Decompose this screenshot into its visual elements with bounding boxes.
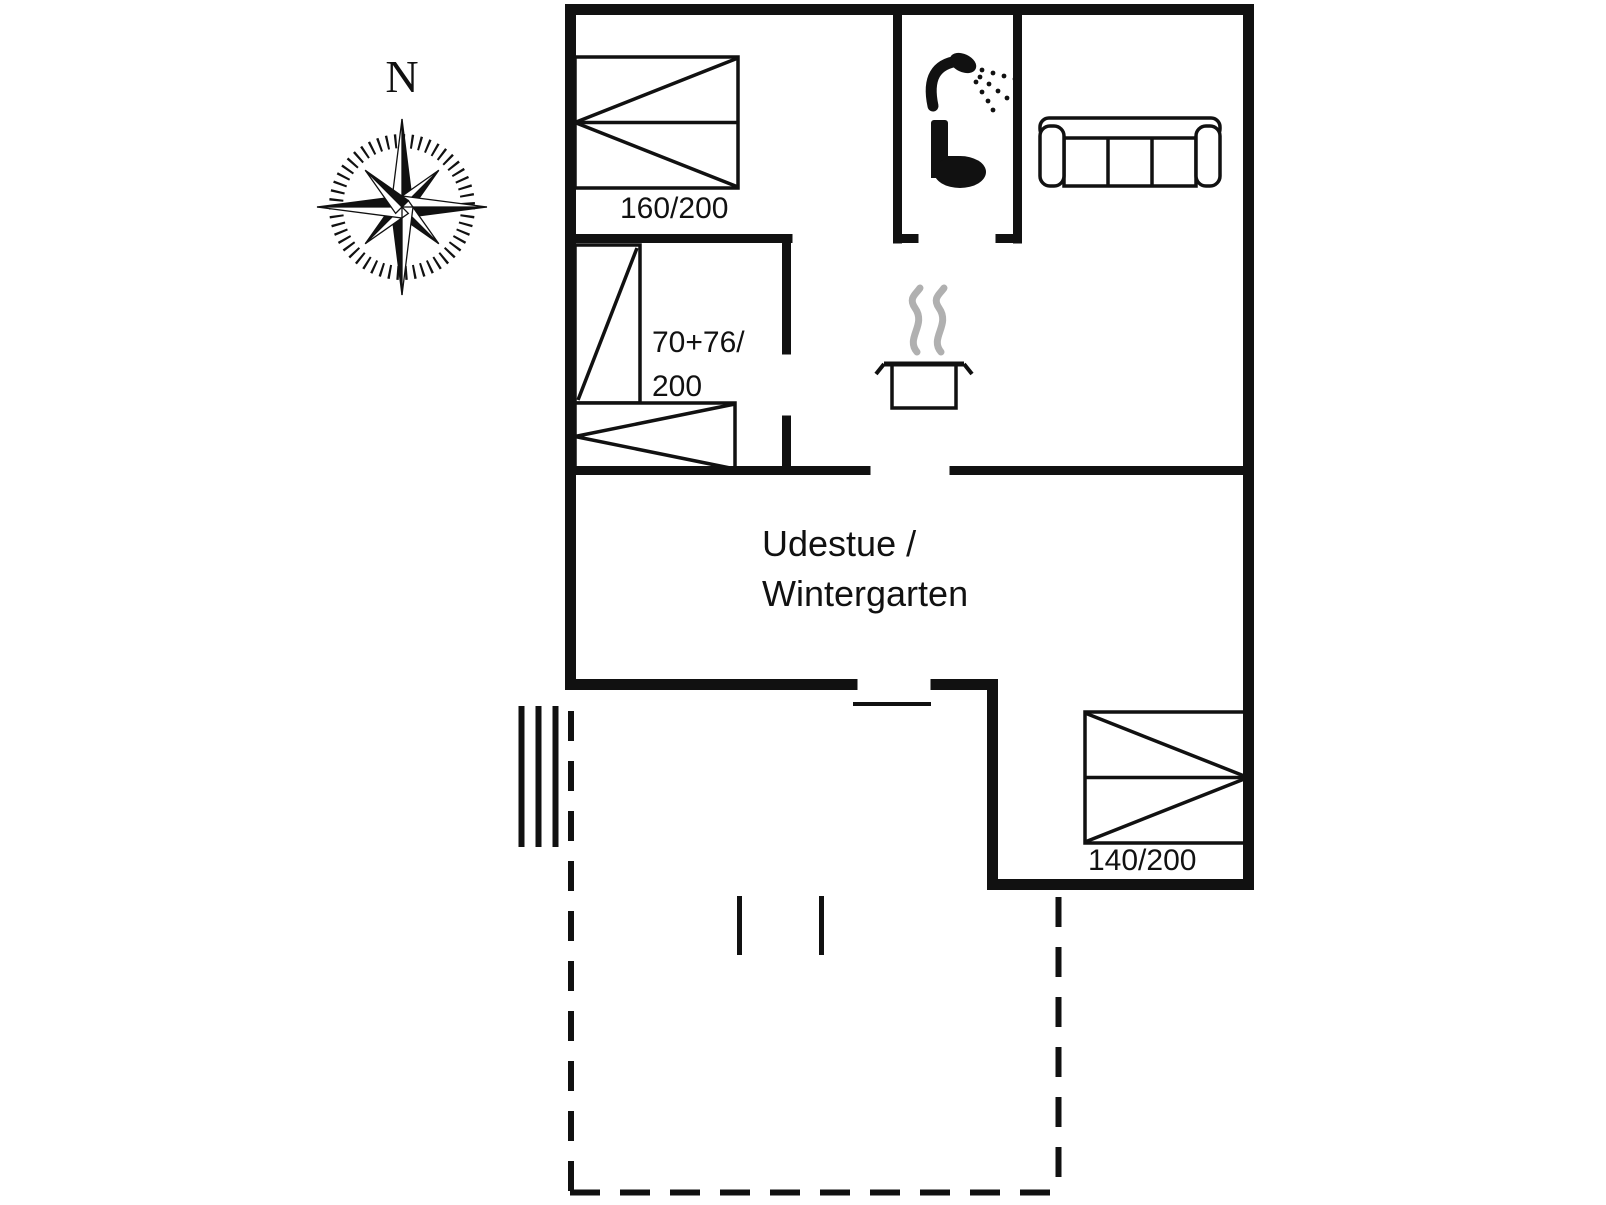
compass-point (364, 169, 403, 215)
bed-size-label-70-76-line1: 70+76/ (652, 326, 745, 359)
pot-handle (874, 362, 886, 376)
bed-line (1084, 775, 1249, 844)
terrace-outline (518, 706, 1062, 1197)
bed-outline (573, 401, 737, 472)
compass-point (401, 206, 414, 296)
bed-line (1084, 711, 1249, 780)
sofa-backrest (1038, 116, 1222, 140)
pot-handle (962, 362, 974, 376)
exterior-walls (565, 4, 1254, 890)
compass-star (316, 118, 488, 296)
single-beds-icon (573, 243, 737, 472)
bed-size-label-140-200: 140/200 (1088, 844, 1196, 877)
sofa-seat (1062, 132, 1198, 188)
toilet-bowl (934, 156, 986, 188)
sofa-armrest (1038, 124, 1066, 188)
bed-size-label-160-200: 160/200 (620, 192, 728, 225)
toilet-icon (931, 120, 986, 188)
shower-head (949, 52, 977, 74)
shower-arm (925, 55, 964, 112)
sofa-icon (1038, 116, 1222, 188)
shower-icon (925, 52, 1018, 113)
compass-rose-icon: N (316, 51, 488, 296)
room-label-udestue-line1: Udestue / (762, 523, 916, 564)
steam-icon (908, 284, 924, 356)
bed-line (574, 120, 739, 189)
labels: 160/200 70+76/ 200 Udestue / Wintergarte… (620, 192, 1196, 877)
steam-icon (932, 284, 948, 356)
bed-line (574, 434, 736, 471)
compass-point (401, 195, 488, 208)
room-label-udestue-line2: Wintergarten (762, 573, 968, 614)
compass-point (316, 206, 403, 219)
shower-spray (973, 67, 1018, 113)
bed-line (574, 56, 739, 125)
pot-body (890, 362, 958, 410)
bed-size-label-70-76-line2: 200 (652, 370, 702, 403)
double-bed-icon (573, 55, 740, 190)
sofa-armrest (1194, 124, 1222, 188)
cooking-pot-icon (874, 284, 974, 410)
compass-north-label: N (385, 51, 418, 102)
bed-line (574, 402, 736, 439)
interior-walls (566, 5, 1253, 706)
bed-line (576, 247, 639, 401)
annex-bed-icon (1083, 710, 1250, 845)
